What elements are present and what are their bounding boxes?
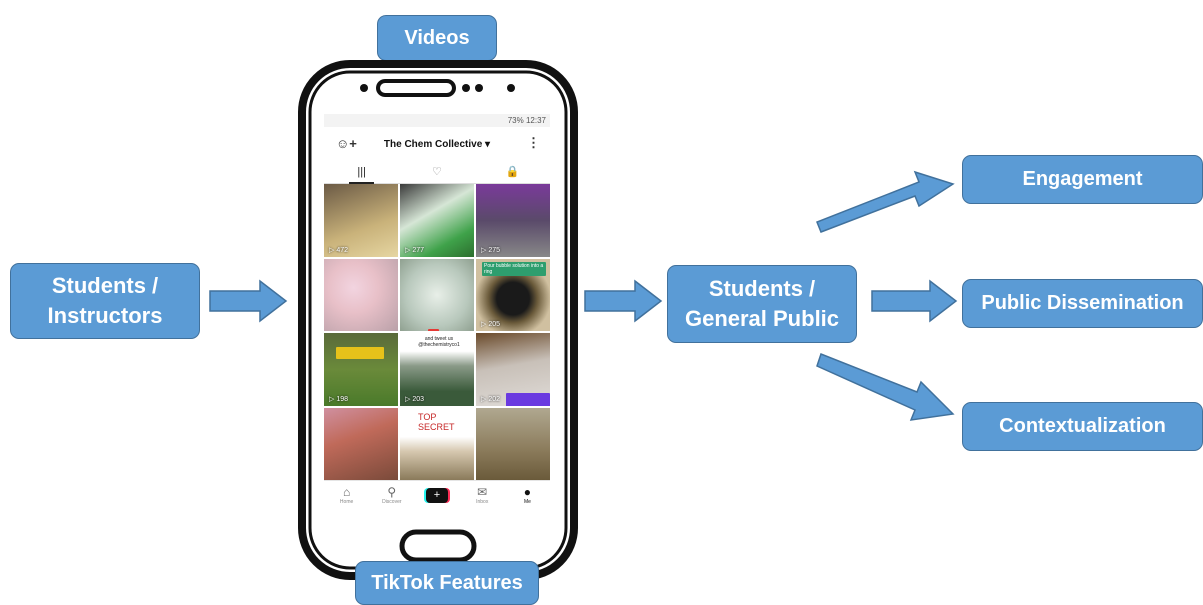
bottom-nav: ⌂Home ⚲Discover + ✉Inbox ●Me bbox=[324, 480, 550, 515]
tab-videos[interactable]: ||| bbox=[324, 161, 399, 184]
view-count: ▷ 277 bbox=[405, 246, 425, 254]
home-icon: ⌂ bbox=[342, 485, 351, 499]
nav-create[interactable]: + bbox=[414, 481, 459, 515]
arrow-to-public bbox=[584, 279, 663, 323]
video-thumb[interactable] bbox=[476, 407, 550, 480]
grid-icon: ||| bbox=[357, 166, 366, 178]
status-bar: 73% 12:37 bbox=[324, 114, 550, 127]
engagement-label: Engagement bbox=[1022, 168, 1143, 190]
profile-tabs: ||| ♡ 🔒 bbox=[324, 161, 550, 184]
video-caption: TOP SECRET bbox=[418, 411, 455, 432]
public-dissemination-box: Public Dissemination bbox=[962, 279, 1203, 328]
video-thumb[interactable]: ▷ 198 bbox=[324, 333, 398, 406]
students-instructors-line2: Instructors bbox=[47, 303, 163, 328]
video-thumb[interactable]: ▷ 472 bbox=[324, 184, 398, 257]
tiktok-features-box: TikTok Features bbox=[355, 561, 539, 605]
video-thumb[interactable]: TOP SECRET bbox=[400, 407, 474, 480]
lock-icon: 🔒 bbox=[505, 166, 520, 178]
user-icon: ● bbox=[523, 485, 532, 499]
students-instructors-line1: Students / bbox=[51, 273, 159, 298]
profile-header: ☺+ The Chem Collective ▾ ⋮ bbox=[324, 127, 550, 161]
video-thumb[interactable] bbox=[324, 258, 398, 331]
students-public-line2: General Public bbox=[684, 306, 840, 331]
videos-box: Videos bbox=[377, 15, 497, 61]
view-count: ▷ 198 bbox=[329, 395, 349, 403]
arrow-to-engagement bbox=[816, 170, 955, 233]
tab-private[interactable]: 🔒 bbox=[475, 161, 550, 183]
contextualization-box: Contextualization bbox=[962, 402, 1203, 451]
more-menu-icon[interactable]: ⋮ bbox=[527, 135, 540, 150]
videos-label: Videos bbox=[404, 26, 470, 49]
heart-icon: ♡ bbox=[432, 166, 442, 178]
video-thumb[interactable] bbox=[324, 407, 398, 480]
students-public-box: Students / General Public bbox=[667, 265, 857, 343]
video-thumb[interactable]: Pour bubble solution into a ring ▷ 205 bbox=[476, 258, 550, 331]
nav-home[interactable]: ⌂Home bbox=[324, 481, 369, 515]
search-icon: ⚲ bbox=[387, 485, 397, 499]
video-thumb[interactable]: and tweet us @thechemistryco1 ▷ 203 bbox=[400, 333, 474, 406]
plus-icon: + bbox=[426, 488, 448, 503]
video-thumb[interactable] bbox=[400, 258, 474, 331]
view-count: ▷ 205 bbox=[481, 321, 501, 328]
public-dissemination-label: Public Dissemination bbox=[981, 292, 1184, 314]
add-user-icon[interactable]: ☺+ bbox=[336, 136, 357, 151]
engagement-box: Engagement bbox=[962, 155, 1203, 204]
view-count: ▷ 203 bbox=[405, 395, 425, 403]
tab-liked[interactable]: ♡ bbox=[399, 161, 474, 183]
arrow-to-phone bbox=[209, 279, 288, 323]
profile-title[interactable]: The Chem Collective ▾ bbox=[383, 138, 491, 150]
video-caption: and tweet us @thechemistryco1 bbox=[418, 336, 460, 348]
view-count: ▷ 202 bbox=[481, 395, 501, 403]
nav-discover[interactable]: ⚲Discover bbox=[369, 481, 414, 515]
nav-me[interactable]: ●Me bbox=[505, 481, 550, 515]
inbox-icon: ✉ bbox=[477, 485, 488, 499]
view-count: ▷ 275 bbox=[481, 246, 501, 254]
students-public-line1: Students / bbox=[708, 276, 816, 301]
video-thumb[interactable]: ▷ 202 bbox=[476, 333, 550, 406]
contextualization-label: Contextualization bbox=[999, 415, 1166, 437]
arrow-to-dissemination bbox=[871, 279, 958, 323]
video-thumb[interactable]: ▷ 277 bbox=[400, 184, 474, 257]
nav-inbox[interactable]: ✉Inbox bbox=[460, 481, 505, 515]
video-caption: Pour bubble solution into a ring bbox=[482, 261, 546, 276]
phone-screen: 73% 12:37 ☺+ The Chem Collective ▾ ⋮ |||… bbox=[324, 114, 550, 515]
tiktok-features-label: TikTok Features bbox=[371, 571, 523, 594]
view-count: ▷ 472 bbox=[329, 246, 349, 254]
arrow-to-contextualization bbox=[816, 353, 955, 421]
video-grid: ▷ 472 ▷ 277 ▷ 275 Pour bubble solution i… bbox=[324, 184, 550, 480]
status-text: 73% 12:37 bbox=[507, 116, 546, 125]
video-thumb[interactable]: ▷ 275 bbox=[476, 184, 550, 257]
students-instructors-box: Students / Instructors bbox=[10, 263, 200, 339]
